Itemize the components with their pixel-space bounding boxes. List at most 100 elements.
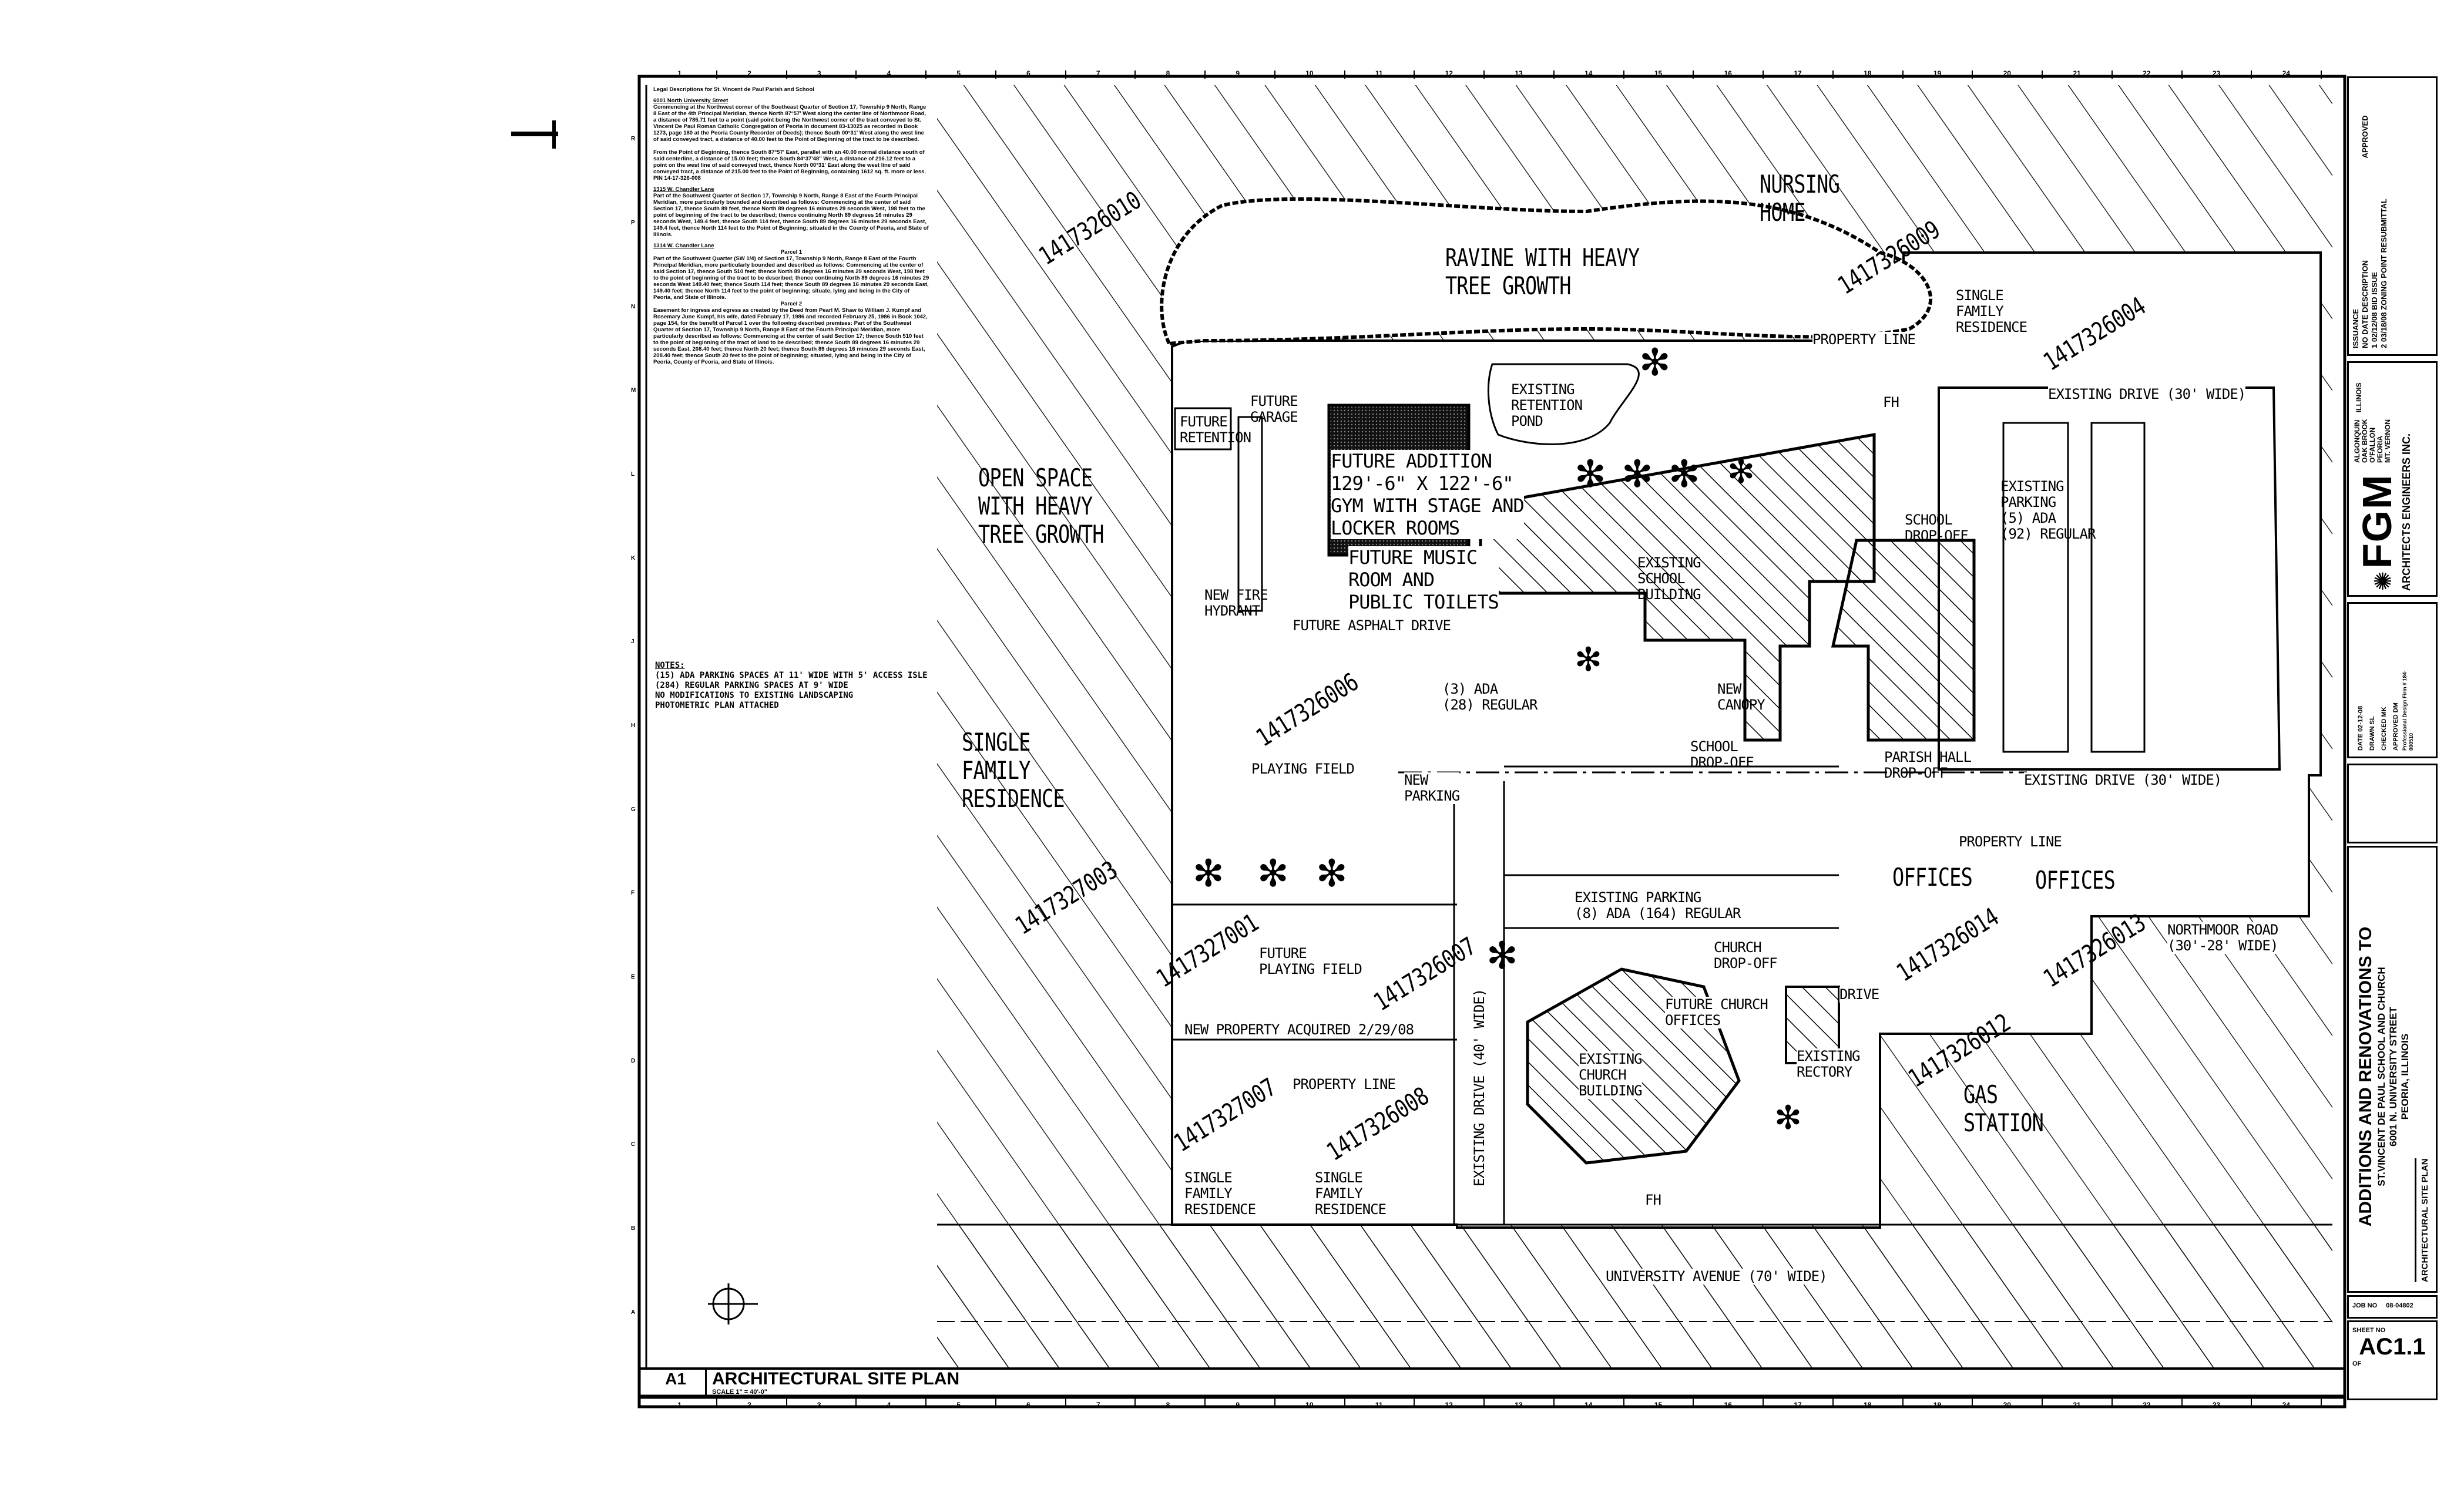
tree-icon: ✻ [1639, 341, 1671, 384]
grid-column-label: 7 [1096, 69, 1100, 78]
label-fire-hydrant-fh: FH [1645, 1192, 1661, 1208]
label-northmoor-road: NORTHMOOR ROAD (30'-28' WIDE) [2167, 922, 2278, 954]
label-open-space: OPEN SPACE WITH HEAVY TREE GROWTH [978, 463, 1105, 549]
project-address: 6001 N. UNIVERSITY STREET [2388, 1007, 2399, 1147]
legal-heading: 6001 North University Street [653, 98, 729, 104]
grid-column-label: 24 [2282, 69, 2290, 78]
grid-row-label: E [631, 974, 635, 980]
grid-row-label: B [631, 1225, 636, 1232]
label-new-canopy: NEW CANOPY [1717, 681, 1765, 713]
grid-tick [1134, 70, 1136, 79]
grid-tick [2251, 70, 2252, 79]
tree-icon: ✻ [1622, 453, 1653, 495]
label-single-family-sw: SINGLE FAMILY RESIDENCE [1315, 1169, 1387, 1218]
grid-tick [1065, 70, 1066, 79]
grid-column-label: 23 [2212, 1401, 2221, 1409]
legal-heading: 1315 W. Chandler Lane [653, 186, 714, 193]
grid-column-label: 13 [1515, 1401, 1523, 1409]
grid-tick [2042, 70, 2043, 79]
grid-tick [2321, 70, 2322, 79]
tree-icon: ✻ [1575, 641, 1602, 678]
label-drive: DRIVE [1839, 986, 1879, 1003]
label-church-dropoff: CHURCH DROP-OFF [1714, 939, 1778, 971]
grid-column-label: 2 [747, 69, 751, 78]
job-label: JOB NO [2352, 1302, 2378, 1309]
project-city: PEORIA, ILLINOIS [2399, 1033, 2411, 1120]
grid-tick [1483, 1398, 1485, 1406]
label-new-parking: NEW PARKING [1404, 772, 1460, 804]
label-existing-parking-south: EXISTING PARKING (8) ADA (164) REGULAR [1575, 889, 1741, 922]
blank-block [2347, 764, 2438, 843]
grid-column-label: 17 [1794, 69, 1802, 78]
label-future-retention: FUTURE RETENTION [1180, 413, 1251, 446]
grid-column-label: 16 [1724, 69, 1732, 78]
sheet-number: AC1.1 [2359, 1334, 2426, 1360]
project-content: ADDITIONS AND RENOVATIONS TO ST.VINCENT … [2356, 871, 2411, 1282]
drawing-scale: SCALE 1" = 40'-0" [712, 1389, 768, 1396]
info-license: Professional Design Firm # 184-000510 [2402, 670, 2414, 751]
grid-tick [1414, 1398, 1415, 1406]
note-item: (15) ADA PARKING SPACES AT 11' WIDE WITH… [655, 671, 928, 680]
label-rectory: EXISTING RECTORY [1797, 1048, 1861, 1080]
grid-column-label: 13 [1515, 69, 1523, 78]
label-nursing-home: NURSING HOME [1760, 170, 1840, 227]
info-checked: CHECKED MK [2381, 707, 2388, 751]
label-asphalt-drive: FUTURE ASPHALT DRIVE [1293, 617, 1451, 634]
grid-column-label: 16 [1724, 1401, 1732, 1409]
grid-column-label: 3 [817, 1401, 821, 1409]
grid-column-label: 2 [747, 1401, 751, 1409]
legal-paragraph: From the Point of Beginning, thence Sout… [653, 149, 926, 175]
grid-column-label: 4 [887, 69, 891, 78]
grid-tick [1902, 70, 1904, 79]
grid-tick [1763, 1398, 1764, 1406]
label-offices: OFFICES [2035, 866, 2116, 895]
info-content: DATE 02-12-08 DRAWN SL CHECKED MK APPROV… [2355, 668, 2415, 751]
row-date: 02/12/08 [2370, 312, 2379, 342]
office: MT. VERNON [2384, 419, 2392, 463]
col-date: DATE [2361, 314, 2369, 335]
label-ada-regular: (3) ADA (28) REGULAR [1442, 681, 1538, 713]
grid-tick [716, 1398, 717, 1406]
grid-tick [1832, 1398, 1834, 1406]
notes-heading: NOTES: [655, 661, 685, 670]
col-approved: APPROVED [2361, 115, 2369, 159]
grid-tick [1204, 70, 1206, 79]
legal-paragraph: Commencing at the Northwest corner of th… [653, 104, 926, 143]
grid-row-label: D [631, 1057, 636, 1064]
grid-column-label: 14 [1585, 1401, 1593, 1409]
grid-column-label: 22 [2143, 69, 2151, 78]
tree-icon: ✻ [1486, 934, 1518, 977]
sheet-label: SHEET NO [2352, 1327, 2386, 1334]
col-description: DESCRIPTION [2361, 260, 2369, 312]
firm-logo-block: ✺ FGM ARCHITECTS ENGINEERS INC. ALGONQUI… [2347, 361, 2438, 597]
grid-tick [1623, 1398, 1624, 1406]
grid-column-label: 9 [1236, 69, 1240, 78]
legal-paragraph: Parcel 2 [780, 301, 803, 307]
label-property-line: PROPERTY LINE [1812, 331, 1916, 348]
grid-tick [1972, 70, 1973, 79]
grid-tick [1274, 70, 1275, 79]
grid-tick [1065, 1398, 1066, 1406]
label-future-music-room: FUTURE MUSIC ROOM AND PUBLIC TOILETS [1348, 546, 1499, 613]
grid-tick [925, 70, 926, 79]
col-no: NO [2361, 337, 2369, 349]
grid-tick [2251, 1398, 2252, 1406]
grid-column-label: 14 [1585, 69, 1593, 78]
grid-tick [855, 70, 857, 79]
label-new-property: NEW PROPERTY ACQUIRED 2/29/08 [1184, 1021, 1414, 1038]
label-existing-drive-top: EXISTING DRIVE (30' WIDE) [2048, 386, 2246, 402]
tree-icon: ✻ [1727, 453, 1755, 490]
label-future-garage: FUTURE GARAGE [1250, 393, 1298, 425]
label-school-dropoff-east: SCHOOL DROP-OFF [1905, 512, 1969, 544]
legal-title: Legal Descriptions for St. Vincent de Pa… [653, 86, 814, 93]
label-gas-station: GAS STATION [1963, 1080, 2044, 1137]
grid-column-label: 20 [2003, 1401, 2011, 1409]
label-fire-hydrant: NEW FIRE HYDRANT [1204, 587, 1268, 619]
drawing-title-bar: A1 ARCHITECTURAL SITE PLAN SCALE 1" = 40… [646, 1370, 2345, 1397]
grid-row-label: J [631, 638, 635, 646]
grid-tick [1274, 1398, 1275, 1406]
label-property-line: PROPERTY LINE [1959, 833, 2062, 850]
legal-descriptions: Legal Descriptions for St. Vincent de Pa… [653, 86, 929, 365]
grid-row-label: M [631, 387, 636, 394]
label-single-family-west: SINGLE FAMILY RESIDENCE [962, 728, 1065, 813]
